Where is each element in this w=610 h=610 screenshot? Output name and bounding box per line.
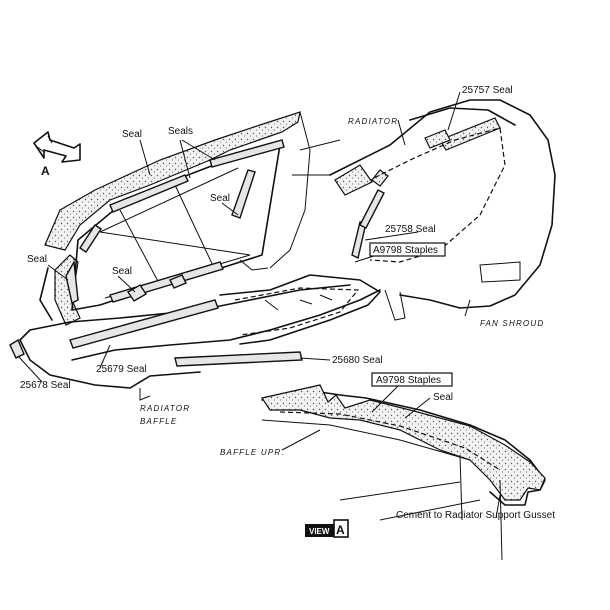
seal-strip-top-left xyxy=(109,174,189,213)
lower-baffle-plate xyxy=(219,274,381,345)
label-fan-shroud: FAN SHROUD xyxy=(480,319,544,328)
leader-lines xyxy=(17,91,501,519)
label-radiator: RADIATOR xyxy=(348,117,398,126)
seal-25680-strip xyxy=(174,351,303,367)
view-letter: A xyxy=(336,523,345,537)
label-seals-top: Seals xyxy=(168,126,193,137)
label-staples-2: A9798 Staples xyxy=(376,375,441,386)
label-cement: Cement to Radiator Support Gusset xyxy=(396,510,555,521)
label-staples-1: A9798 Staples xyxy=(373,245,438,256)
label-seal-view-a: Seal xyxy=(433,392,453,403)
label-seal-left: Seal xyxy=(27,254,47,265)
label-25680-seal: 25680 Seal xyxy=(332,355,383,366)
seal-strip-center-b xyxy=(169,274,187,289)
seal-strip-right xyxy=(231,169,256,219)
seal-strip-center xyxy=(127,284,147,302)
view-word: VIEW xyxy=(309,527,330,536)
label-25758-seal: 25758 Seal xyxy=(385,224,436,235)
staples-box-1 xyxy=(369,242,446,257)
direction-arrow-icon xyxy=(33,131,81,163)
baffle-window xyxy=(9,139,303,367)
label-seal-center: Seal xyxy=(112,266,132,277)
arrow-letter: A xyxy=(41,164,50,178)
label-baffle-upr: BAFFLE UPR. xyxy=(220,448,285,457)
seal-25678-strip xyxy=(9,338,25,359)
label-seal-top-left: Seal xyxy=(122,129,142,140)
label-radiator-baffle-1: RADIATOR xyxy=(140,404,190,413)
label-seal-right-upper: Seal xyxy=(210,193,230,204)
label-25678-seal: 25678 Seal xyxy=(20,380,71,391)
label-25757-seal: 25757 Seal xyxy=(462,85,513,96)
fan-shroud xyxy=(292,99,556,321)
seal-strip-left xyxy=(65,259,79,305)
label-25679-seal: 25679 Seal xyxy=(96,364,147,375)
seal-strip-left-upper xyxy=(79,224,102,253)
view-a-badge: VIEW A xyxy=(305,519,349,538)
staples-box-2 xyxy=(371,372,453,387)
seal-strip-top-right xyxy=(209,139,285,168)
label-radiator-baffle-2: BAFFLE xyxy=(140,417,177,426)
seal-25679-strip xyxy=(69,299,219,349)
view-a-detail xyxy=(261,384,546,561)
